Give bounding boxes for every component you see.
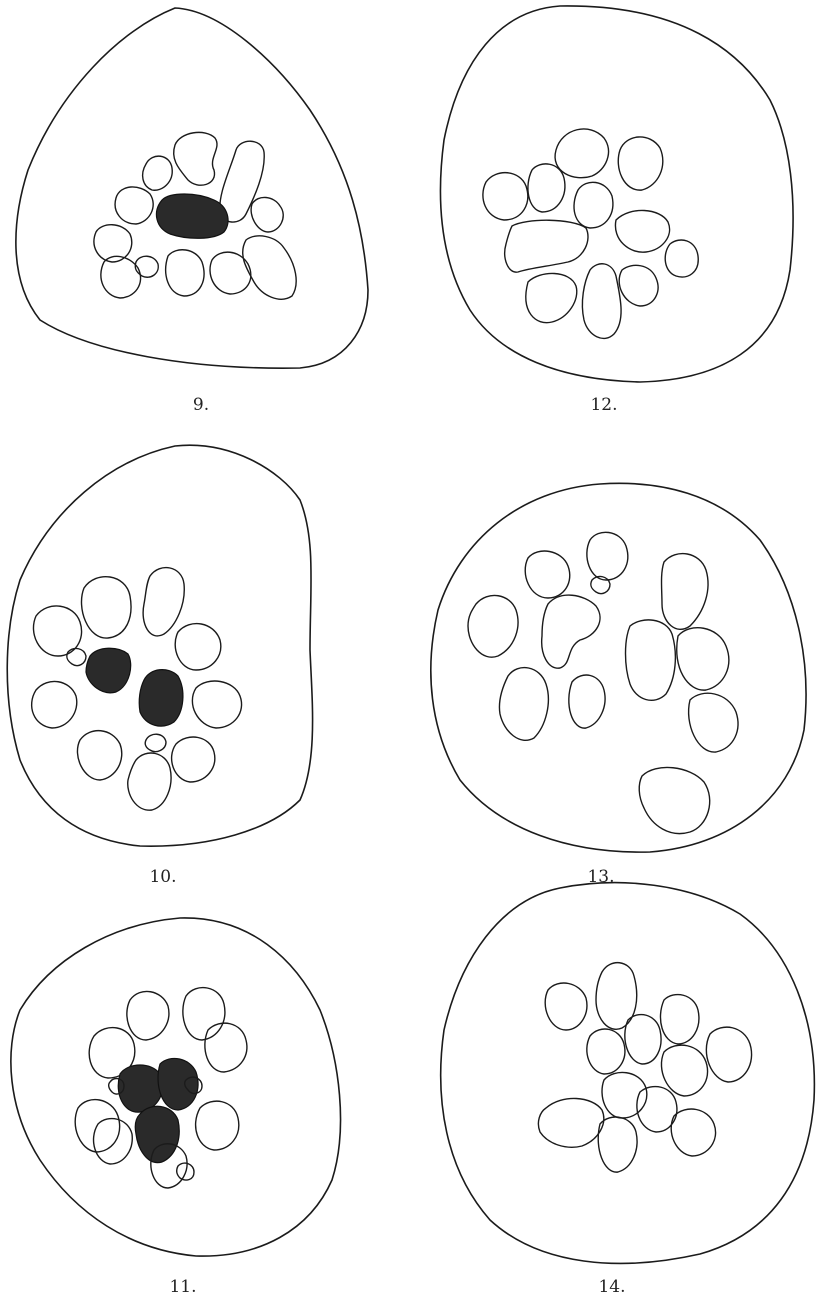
chromosome — [665, 240, 698, 277]
dark-chromosome — [86, 648, 131, 693]
chromosome — [661, 1045, 707, 1096]
figure-label: 11. — [169, 1277, 196, 1297]
chromosome — [145, 734, 166, 751]
chromosome — [483, 173, 528, 220]
figure-10 — [7, 445, 312, 846]
figure-13 — [431, 483, 806, 852]
chromosome — [505, 220, 588, 272]
cell-outline — [440, 6, 793, 382]
chromosome — [619, 265, 658, 306]
chromosome — [677, 628, 729, 690]
chromosome — [210, 252, 251, 294]
cell-outline — [7, 445, 312, 846]
chromosome — [660, 995, 698, 1044]
chromosome — [32, 681, 77, 728]
figure-14 — [441, 883, 815, 1264]
chromosome — [101, 256, 141, 298]
chromosome — [196, 1101, 239, 1150]
figure-label: 14. — [598, 1277, 625, 1297]
dark-chromosome — [135, 1106, 179, 1162]
chromosome — [689, 693, 738, 752]
chromosome — [251, 197, 283, 232]
figure-12 — [440, 6, 793, 382]
chromosome — [220, 141, 264, 222]
chromosome — [499, 668, 548, 741]
chromosome — [545, 983, 587, 1030]
chromosome — [243, 236, 296, 299]
chromosome — [128, 753, 171, 810]
chromosome — [81, 577, 131, 638]
chromosome — [77, 731, 121, 780]
chromosome — [569, 675, 605, 728]
dark-chromosome — [158, 1058, 198, 1110]
chromosome — [115, 187, 153, 224]
chromosome — [528, 164, 565, 212]
chromosome — [706, 1027, 751, 1082]
figure-11 — [11, 918, 341, 1256]
chromosome — [143, 156, 173, 190]
chromosome — [192, 681, 241, 728]
chromosome — [615, 210, 669, 252]
dark-chromosome — [156, 194, 228, 238]
chromosome — [598, 1117, 637, 1172]
chromosome — [172, 737, 215, 782]
chromosome — [67, 649, 86, 666]
chromosome — [526, 273, 577, 322]
chromosome — [468, 595, 518, 657]
cell-outline — [16, 8, 368, 368]
chromosome — [625, 1015, 661, 1064]
chromosome — [174, 132, 217, 185]
chromosome — [671, 1109, 715, 1156]
chromosome — [626, 620, 676, 700]
chromosome — [662, 554, 709, 630]
figure-label: 12. — [590, 395, 617, 415]
chromosome — [596, 963, 637, 1030]
figure-label: 9. — [193, 395, 209, 415]
chromosome — [602, 1072, 647, 1118]
chromosome — [205, 1023, 247, 1072]
chromosome — [587, 532, 628, 580]
chromosome — [618, 137, 663, 190]
dark-chromosome — [118, 1065, 163, 1112]
chromosome — [542, 595, 600, 668]
chromosome — [574, 182, 613, 228]
chromosome — [166, 250, 204, 296]
figure-label: 10. — [149, 867, 176, 887]
chromosome — [127, 991, 169, 1040]
chromosome — [183, 988, 225, 1040]
chromosome — [639, 767, 709, 833]
chromosome — [587, 1029, 625, 1074]
chromosome — [538, 1098, 603, 1147]
chromosome — [582, 264, 621, 339]
dark-chromosome — [139, 670, 183, 726]
figure-9 — [16, 8, 368, 368]
chromosome — [94, 1119, 133, 1164]
chromosome — [555, 129, 608, 178]
chromosome — [525, 551, 570, 598]
chromosome — [175, 624, 221, 670]
cell-outline — [431, 483, 806, 852]
chromosome — [135, 256, 158, 277]
chromosome — [143, 568, 184, 636]
